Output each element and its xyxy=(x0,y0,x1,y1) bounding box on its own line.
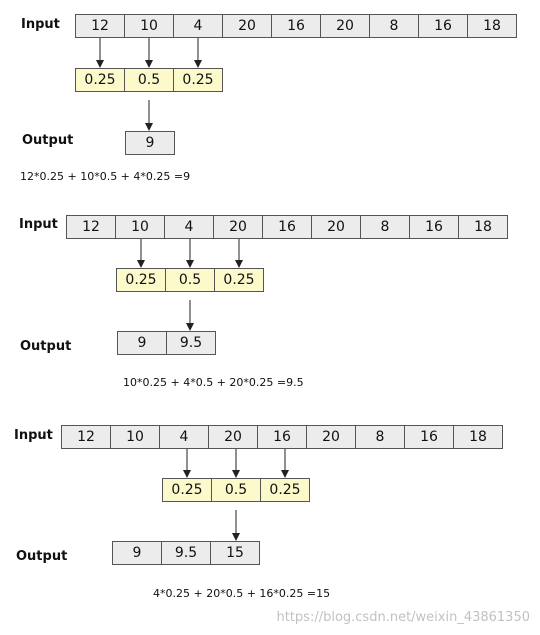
output-row: 9 xyxy=(125,131,175,155)
equation-text: 4*0.25 + 20*0.5 + 16*0.25 =15 xyxy=(153,587,331,600)
kernel-cell: 0.25 xyxy=(162,478,212,502)
input-cell: 18 xyxy=(458,215,508,239)
input-cell: 10 xyxy=(124,14,174,38)
kernel-cell: 0.25 xyxy=(116,268,166,292)
input-cell: 18 xyxy=(453,425,503,449)
kernel-cell: 0.25 xyxy=(75,68,125,92)
kernel-cell: 0.5 xyxy=(165,268,215,292)
output-cell: 9 xyxy=(112,541,162,565)
input-cell: 12 xyxy=(75,14,125,38)
input-label: Input xyxy=(14,428,53,443)
kernel-cell: 0.25 xyxy=(260,478,310,502)
input-cell: 8 xyxy=(360,215,410,239)
kernel-cell: 0.5 xyxy=(211,478,261,502)
output-cell: 9 xyxy=(125,131,175,155)
output-label: Output xyxy=(16,549,68,564)
input-cell: 20 xyxy=(213,215,263,239)
input-cell: 12 xyxy=(61,425,111,449)
input-cell: 20 xyxy=(208,425,258,449)
input-cell: 16 xyxy=(404,425,454,449)
output-cell: 9.5 xyxy=(161,541,211,565)
input-cell: 12 xyxy=(66,215,116,239)
output-cell: 9.5 xyxy=(166,331,216,355)
input-cell: 20 xyxy=(311,215,361,239)
input-cell: 10 xyxy=(110,425,160,449)
input-cell: 8 xyxy=(369,14,419,38)
watermark: https://blog.csdn.net/weixin_43861350 xyxy=(276,610,530,625)
input-cell: 16 xyxy=(418,14,468,38)
equation-text: 12*0.25 + 10*0.5 + 4*0.25 =9 xyxy=(20,170,191,183)
input-cell: 10 xyxy=(115,215,165,239)
output-label: Output xyxy=(22,133,74,148)
input-cell: 4 xyxy=(159,425,209,449)
input-label: Input xyxy=(19,217,58,232)
output-cell: 9 xyxy=(117,331,167,355)
input-cell: 20 xyxy=(320,14,370,38)
input-cell: 4 xyxy=(164,215,214,239)
input-cell: 16 xyxy=(409,215,459,239)
input-cell: 20 xyxy=(306,425,356,449)
output-cell: 15 xyxy=(210,541,260,565)
input-cell: 8 xyxy=(355,425,405,449)
input-cell: 4 xyxy=(173,14,223,38)
input-cell: 20 xyxy=(222,14,272,38)
input-cell: 16 xyxy=(262,215,312,239)
equation-text: 10*0.25 + 4*0.5 + 20*0.25 =9.5 xyxy=(123,376,304,389)
kernel-cell: 0.5 xyxy=(124,68,174,92)
input-cell: 16 xyxy=(271,14,321,38)
kernel-cell: 0.25 xyxy=(173,68,223,92)
kernel-cell: 0.25 xyxy=(214,268,264,292)
input-cell: 16 xyxy=(257,425,307,449)
input-label: Input xyxy=(21,17,60,32)
output-label: Output xyxy=(20,339,72,354)
input-cell: 18 xyxy=(467,14,517,38)
